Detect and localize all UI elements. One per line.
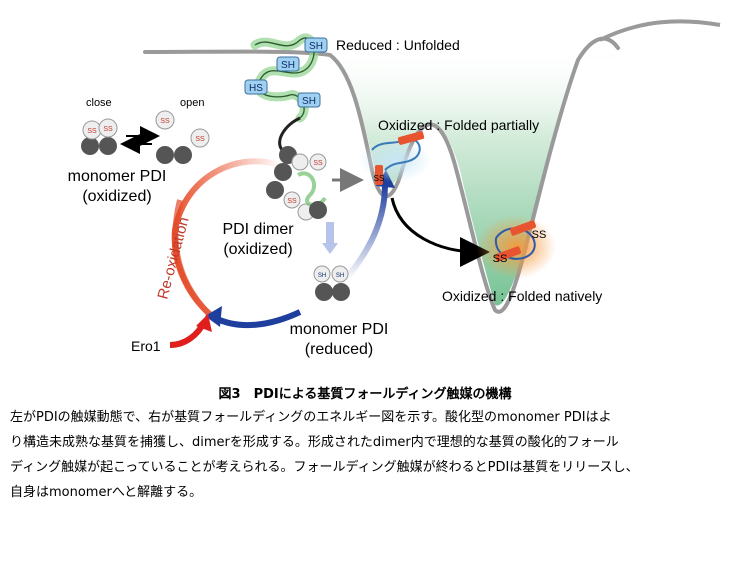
monomer-oxidized-close: SS SS (81, 118, 118, 155)
close-open-arrows (120, 126, 160, 154)
native-folded-substrate: SS SS (476, 215, 556, 279)
dimer-line2: (oxidized) (223, 241, 293, 258)
svg-text:SS: SS (103, 126, 113, 133)
dimer-to-reduced-head (322, 243, 338, 254)
description-line: ディング触媒が起こっていることが考えられる。フォールディング触媒が終わるとPDI… (10, 460, 639, 475)
close-label: close (86, 97, 112, 109)
svg-text:SH: SH (318, 273, 326, 279)
svg-text:SS: SS (160, 118, 170, 125)
monomer-oxidized-line2: (oxidized) (82, 188, 152, 205)
svg-text:SS: SS (87, 128, 97, 135)
oxidized-partial-label: Oxidized : Folded partially (378, 117, 540, 133)
monomer-reduced-line1: monomer PDI (289, 321, 389, 338)
oxidized-native-label: Oxidized : Folded natively (442, 288, 603, 304)
svg-text:SH: SH (336, 273, 344, 279)
svg-text:SH: SH (281, 60, 295, 71)
reoxidation-arc-red (172, 199, 213, 318)
svg-text:SH: SH (309, 41, 323, 52)
ero1-arrowhead (196, 314, 212, 332)
monomer-oxidized-open: SS SS (155, 110, 210, 164)
svg-text:SS: SS (313, 160, 323, 167)
description-line: 左がPDIの触媒動態で、右が基質フォールディングのエネルギー図を示す。酸化型のm… (10, 410, 612, 425)
svg-text:SS: SS (287, 198, 297, 205)
partial-to-native-arrow (390, 197, 490, 267)
energy-funnel-fill (330, 41, 620, 306)
release-arrowhead (205, 306, 222, 327)
figure-description: 左がPDIの触媒動態で、右が基質フォールディングのエネルギー図を示す。酸化型のm… (10, 405, 725, 505)
release-arc (213, 309, 302, 329)
dimer-label: PDI dimer (oxidized) (213, 220, 303, 260)
energy-landscape-curve (143, 36, 620, 314)
monomer-oxidized-label: monomer PDI (oxidized) (62, 167, 172, 207)
monomer-reduced: SH SH (313, 265, 350, 301)
partially-folded-substrate: SS (359, 131, 431, 185)
svg-text:SS: SS (532, 229, 547, 241)
open-label: open (180, 97, 205, 109)
sh-tags: SH SH HS SH (244, 37, 328, 108)
figure-caption: 図3 PDIによる基質フォールディング触媒の機構 (218, 387, 512, 402)
pdi-dimer: SS SS (266, 146, 327, 221)
svg-text:SS: SS (374, 174, 385, 183)
svg-text:SH: SH (302, 96, 316, 107)
svg-text:SS: SS (493, 253, 508, 265)
description-line: り構造未成熟な基質を捕獲し、dimerを形成する。形成されたdimer内で理想的… (10, 435, 619, 450)
pdi-mechanism-diagram: SH SH HS SH SS SS SS SS (81, 19, 721, 348)
capture-arc (342, 184, 388, 282)
monomer-reduced-line2: (reduced) (304, 341, 374, 358)
energy-landscape-right (599, 19, 721, 42)
unfolded-substrate (250, 33, 319, 151)
description-line: 自身はmonomerへと解離する。 (10, 485, 203, 500)
svg-text:HS: HS (249, 83, 263, 94)
monomer-oxidized-line1: monomer PDI (67, 168, 167, 185)
svg-text:SS: SS (195, 136, 205, 143)
ero1-label: Ero1 (131, 338, 161, 354)
dimer-line1: PDI dimer (222, 221, 294, 238)
monomer-reduced-label: monomer PDI (reduced) (284, 320, 394, 360)
reduced-unfolded-label: Reduced : Unfolded (336, 37, 460, 53)
